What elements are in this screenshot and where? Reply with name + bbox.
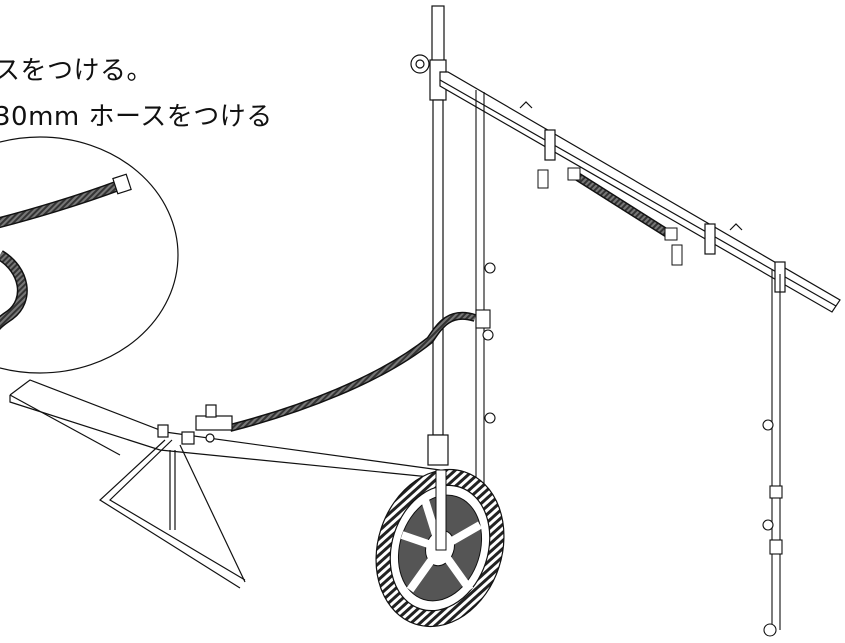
instruction-line-1: スをつける。 [0,56,154,86]
wheel [375,468,505,628]
boom-hose [537,167,683,266]
main-mast [410,5,449,466]
drop-pipes [475,90,783,637]
instruction-line-2: 30mm ホースをつける [0,102,273,132]
detail-zoom-circle [0,136,179,374]
handle-frame [9,379,441,589]
valve-assembly [195,404,233,443]
main-hose [229,311,477,432]
